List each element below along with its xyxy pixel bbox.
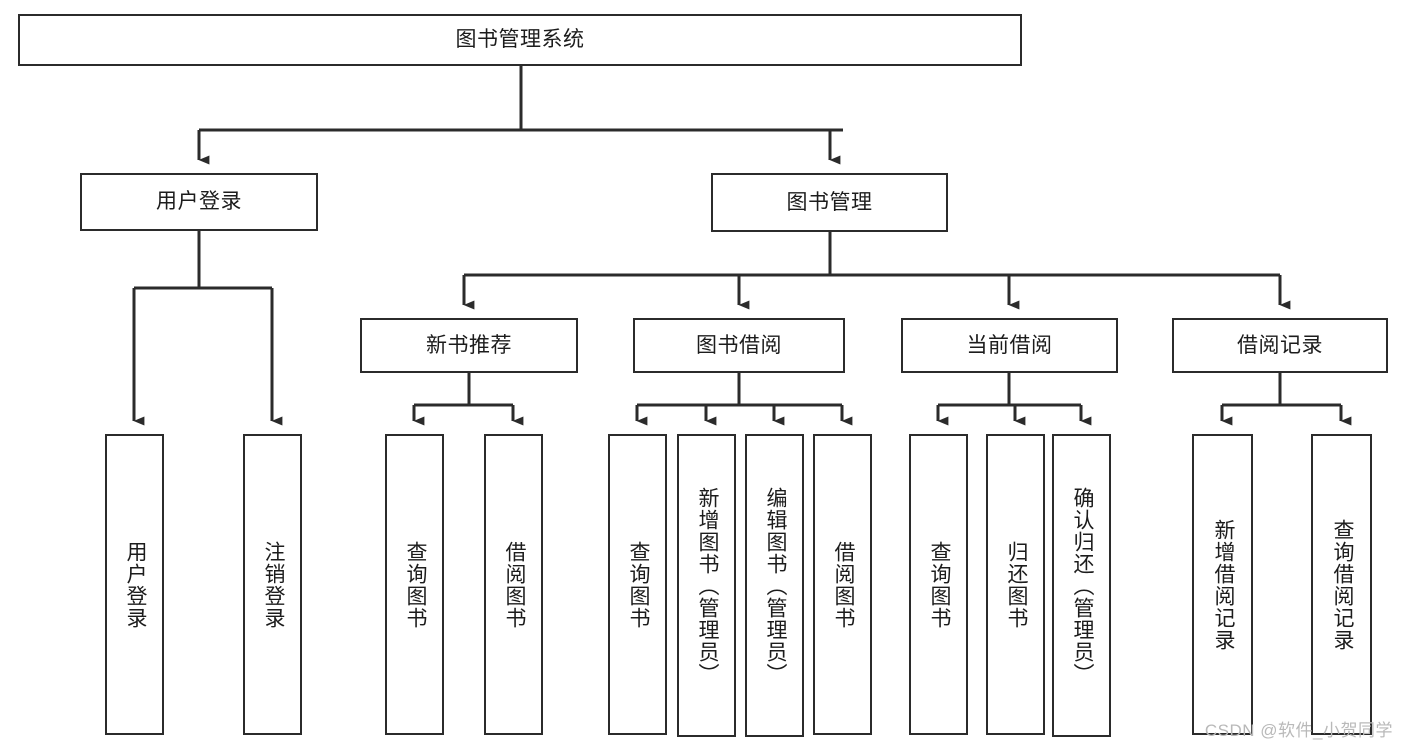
node-leaf-borrow-book-rec-label: 借阅图书: [502, 540, 526, 629]
node-leaf-query-record[interactable]: 查询借阅记录: [1311, 434, 1372, 735]
node-leaf-query-record-label: 查询借阅记录: [1330, 518, 1354, 651]
node-leaf-borrow-book[interactable]: 借阅图书: [813, 434, 872, 735]
node-leaf-query-book-borrow[interactable]: 查询图书: [608, 434, 667, 735]
node-leaf-query-book-cur[interactable]: 查询图书: [909, 434, 968, 735]
node-leaf-user-login[interactable]: 用户登录: [105, 434, 164, 735]
node-current-borrow[interactable]: 当前借阅: [901, 318, 1118, 373]
node-book-manage-label: 图书管理: [786, 190, 873, 214]
node-new-book-recommend[interactable]: 新书推荐: [360, 318, 578, 373]
node-leaf-edit-book-label: 编辑图书（管理员）: [763, 486, 787, 685]
node-leaf-return-book-label: 归还图书: [1004, 540, 1028, 629]
node-borrow-record-label: 借阅记录: [1237, 333, 1323, 357]
node-leaf-confirm-return-label: 确认归还（管理员）: [1070, 486, 1094, 685]
node-book-borrow-label: 图书借阅: [696, 333, 782, 357]
node-current-borrow-label: 当前借阅: [966, 333, 1053, 357]
node-user-login-label: 用户登录: [156, 190, 242, 214]
node-leaf-edit-book[interactable]: 编辑图书（管理员）: [745, 434, 804, 737]
node-leaf-borrow-book-rec[interactable]: 借阅图书: [484, 434, 543, 735]
node-leaf-query-book-borrow-label: 查询图书: [626, 540, 650, 629]
node-leaf-logout[interactable]: 注销登录: [243, 434, 302, 735]
node-book-borrow[interactable]: 图书借阅: [633, 318, 845, 373]
csdn-watermark: CSDN @软件_小贺同学: [1204, 721, 1393, 740]
node-book-manage[interactable]: 图书管理: [711, 173, 948, 232]
node-root[interactable]: 图书管理系统: [18, 14, 1022, 66]
node-leaf-query-book-rec-label: 查询图书: [403, 540, 427, 629]
node-new-book-recommend-label: 新书推荐: [426, 333, 512, 357]
node-leaf-borrow-book-label: 借阅图书: [831, 540, 855, 629]
node-leaf-query-book-cur-label: 查询图书: [927, 540, 951, 629]
node-leaf-confirm-return[interactable]: 确认归还（管理员）: [1052, 434, 1111, 737]
node-leaf-add-record-label: 新增借阅记录: [1211, 518, 1235, 651]
node-borrow-record[interactable]: 借阅记录: [1172, 318, 1388, 373]
node-leaf-return-book[interactable]: 归还图书: [986, 434, 1045, 735]
node-leaf-add-book-label: 新增图书（管理员）: [695, 486, 719, 685]
node-leaf-logout-label: 注销登录: [261, 540, 285, 629]
node-user-login[interactable]: 用户登录: [80, 173, 318, 231]
node-leaf-query-book-rec[interactable]: 查询图书: [385, 434, 444, 735]
node-leaf-add-book[interactable]: 新增图书（管理员）: [677, 434, 736, 737]
node-root-label: 图书管理系统: [455, 28, 585, 52]
node-leaf-add-record[interactable]: 新增借阅记录: [1192, 434, 1253, 735]
node-leaf-user-login-label: 用户登录: [123, 540, 147, 629]
